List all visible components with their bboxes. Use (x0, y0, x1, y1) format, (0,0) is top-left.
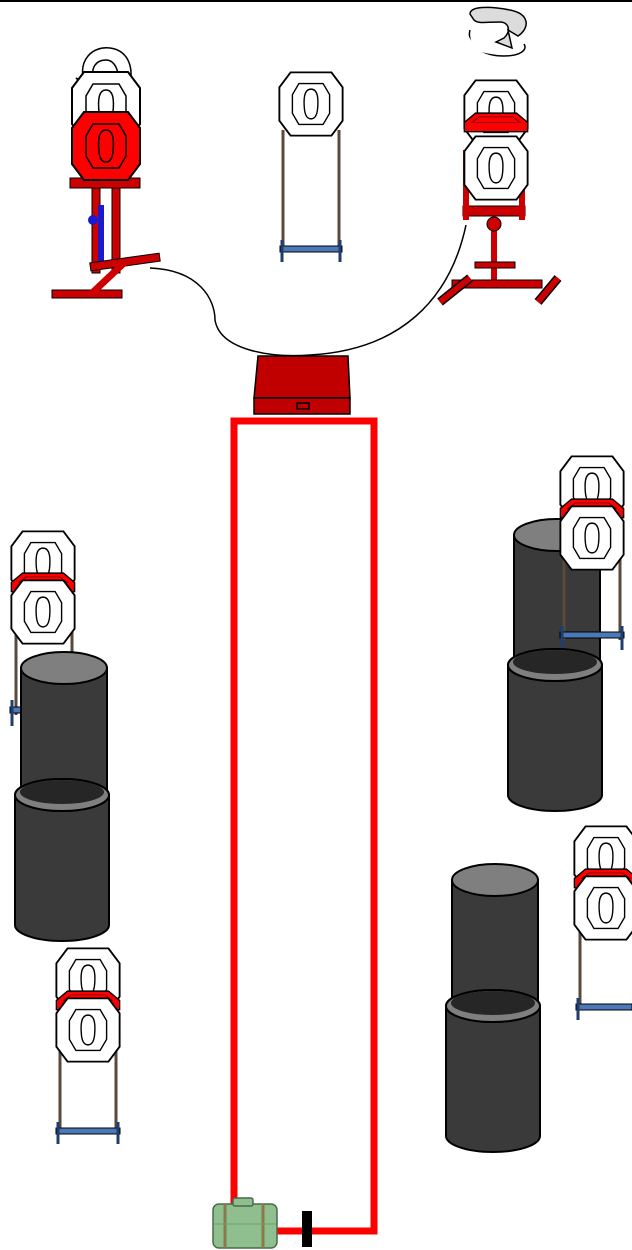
start-table (253, 355, 351, 415)
barrel-stack-right-upper (507, 518, 603, 812)
barrel-stack-left (14, 651, 110, 942)
barrel-stack-right-lower (445, 863, 541, 1153)
paper-target-pair-right-upper (559, 455, 625, 650)
paper-target-pair-left-lower (55, 947, 121, 1144)
start-marker (302, 1211, 312, 1247)
swinger-right-rotating-target (437, 6, 562, 306)
static-target-center (278, 71, 344, 262)
paper-target-pair-right-lower (573, 825, 632, 1020)
suitcase-icon (212, 1197, 278, 1249)
shooting-box (230, 417, 378, 1235)
horizontal-rotate-arrow-icon (463, 6, 527, 57)
swinger-left-rotating-target (51, 47, 161, 299)
gun-case (212, 1197, 278, 1249)
activation-cable (149, 224, 467, 357)
